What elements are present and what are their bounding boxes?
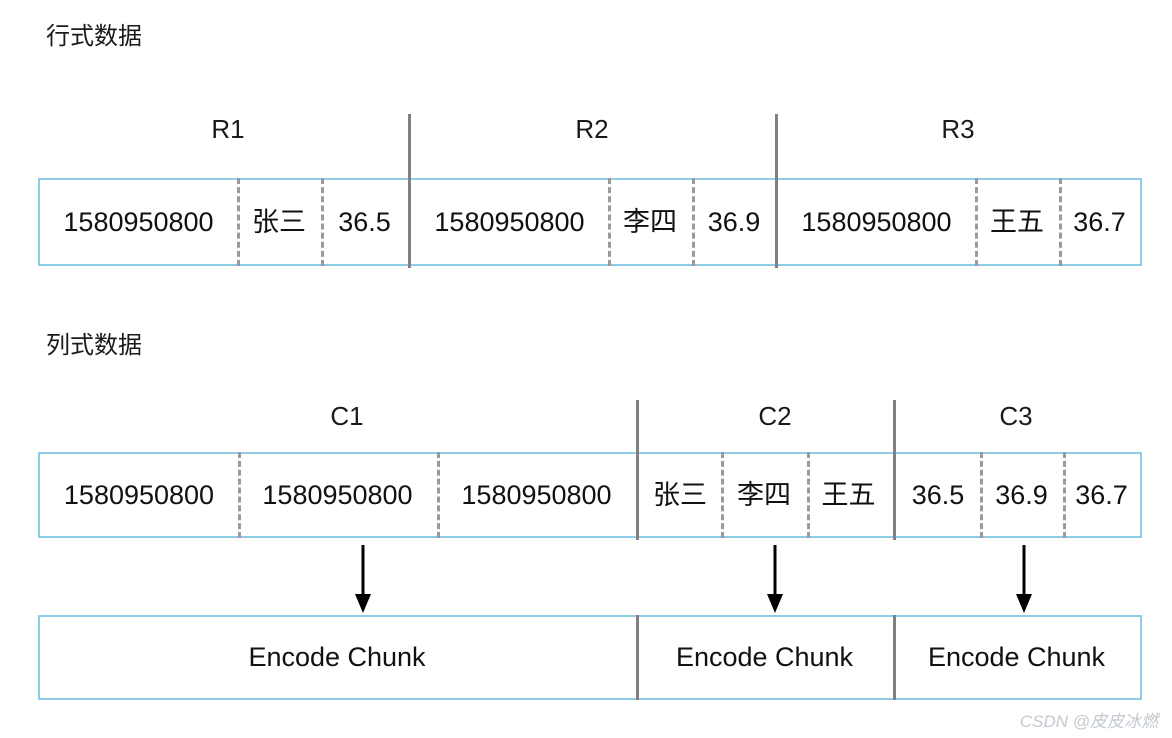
row-data-cell: 王五 (990, 206, 1044, 237)
row-data-dashed-divider (321, 178, 324, 266)
column-section-title: 列式数据 (46, 332, 142, 359)
encode-chunk-strip: Encode Chunk Encode Chunk Encode Chunk (38, 615, 1142, 700)
row-data-cell: 36.7 (1073, 206, 1126, 237)
encode-chunk-label: Encode Chunk (248, 642, 426, 672)
row-data-dashed-divider (692, 178, 695, 266)
row-data-cell: 1580950800 (801, 206, 952, 237)
row-group-label-strip: R1 R2 R3 (0, 108, 1172, 168)
row-group-label-r1: R1 (211, 114, 245, 144)
column-group-label-c1: C1 (330, 401, 364, 431)
row-data-cell: 1580950800 (434, 206, 585, 237)
column-data-cell: 王五 (821, 479, 876, 510)
column-data-cell: 1580950800 (262, 479, 413, 510)
encode-chunk-label: Encode Chunk (927, 642, 1106, 672)
down-arrow-icon (1012, 545, 1036, 613)
row-group-solid-divider (408, 114, 411, 268)
column-data-cell: 李四 (737, 479, 791, 510)
column-data-dashed-divider (980, 452, 983, 538)
down-arrow-icon (763, 545, 787, 613)
row-data-strip: 1580950800 张三 36.5 1580950800 李四 36.9 15809508… (38, 178, 1142, 266)
column-data-cell: 张三 (653, 479, 707, 510)
down-arrow-icon (351, 545, 375, 613)
column-data-cell: 1580950800 (63, 479, 215, 510)
row-data-cell: 36.5 (338, 206, 391, 237)
column-data-dashed-divider (437, 452, 440, 538)
row-group-label-r3: R3 (941, 114, 975, 144)
column-data-cell: 1580950800 (461, 479, 612, 510)
row-data-cell: 张三 (252, 206, 306, 237)
row-data-cell: 1580950800 (63, 206, 214, 237)
encode-chunk-solid-divider (893, 615, 896, 700)
row-group-label-r2: R2 (575, 114, 609, 144)
row-data-dashed-divider (608, 178, 611, 266)
column-data-dashed-divider (238, 452, 241, 538)
column-data-dashed-divider (1063, 452, 1066, 538)
column-group-solid-divider (636, 400, 639, 540)
watermark: CSDN @皮皮冰燃 (1019, 712, 1158, 731)
column-data-dashed-divider (721, 452, 724, 538)
row-data-dashed-divider (1059, 178, 1062, 266)
column-data-dashed-divider (807, 452, 810, 538)
row-section-title: 行式数据 (46, 23, 142, 50)
row-data-dashed-divider (975, 178, 978, 266)
row-group-solid-divider (775, 114, 778, 268)
column-data-cell: 36.9 (995, 479, 1048, 510)
column-data-cell: 36.7 (1075, 479, 1128, 510)
row-data-dashed-divider (237, 178, 240, 266)
column-group-label-c3: C3 (999, 401, 1033, 431)
row-data-cell: 36.9 (707, 206, 761, 237)
column-group-solid-divider (893, 400, 896, 540)
column-group-label-strip: C1 C2 C3 (0, 395, 1172, 455)
column-data-cell: 36.5 (911, 479, 965, 510)
row-data-cell: 李四 (623, 206, 677, 237)
column-group-label-c2: C2 (758, 401, 792, 431)
encode-chunk-label: Encode Chunk (675, 642, 854, 672)
column-data-strip: 1580950800 1580950800 1580950800 张三李四王五 36.5… (38, 452, 1142, 538)
encode-chunk-solid-divider (636, 615, 639, 700)
